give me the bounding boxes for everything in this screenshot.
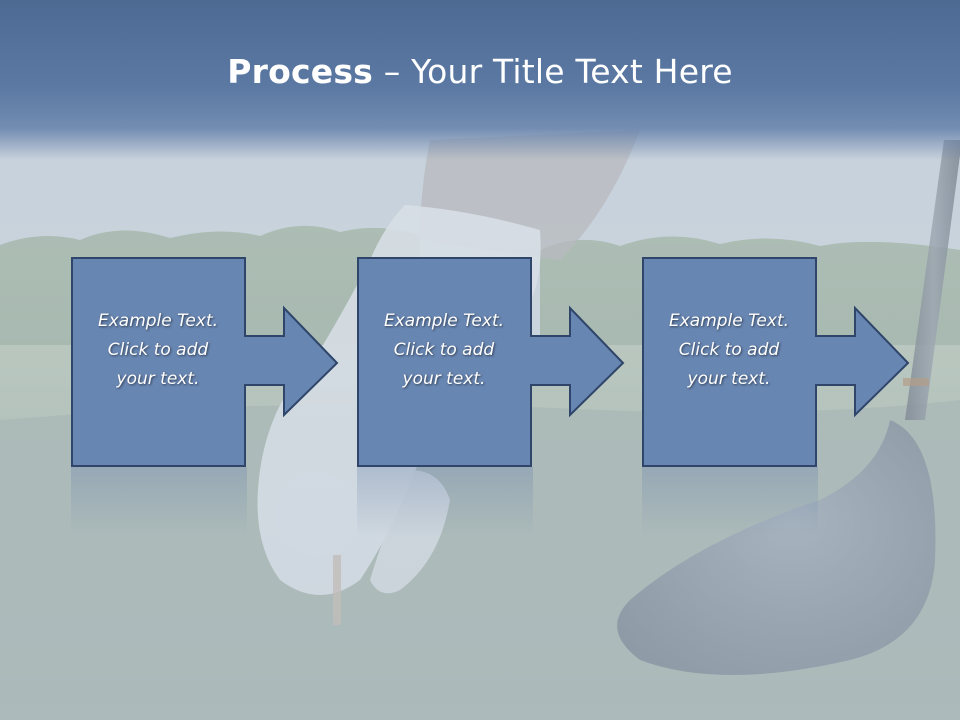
right-arrow-icon (642, 257, 910, 467)
step-text-line-1: Example Text. (383, 311, 505, 331)
step-text[interactable]: Example Text. Click to add your text. (73, 307, 243, 394)
slide-title-rest: – Your Title Text Here (373, 52, 733, 91)
step-text-line-2: Click to add (678, 340, 780, 360)
step-text-line-2: Click to add (393, 340, 495, 360)
step-reflection (71, 467, 247, 537)
right-arrow-icon (357, 257, 625, 467)
step-text-line-3: your text. (687, 369, 771, 389)
step-text[interactable]: Example Text. Click to add your text. (644, 307, 814, 394)
process-step-2[interactable]: Example Text. Click to add your text. (357, 257, 657, 537)
process-step-1[interactable]: Example Text. Click to add your text. (71, 257, 371, 537)
step-text-line-3: your text. (116, 369, 200, 389)
step-text[interactable]: Example Text. Click to add your text. (359, 307, 529, 394)
step-text-line-1: Example Text. (97, 311, 219, 331)
slide-title[interactable]: Process – Your Title Text Here (0, 52, 960, 91)
slide-title-bold: Process (227, 52, 374, 91)
process-step-3[interactable]: Example Text. Click to add your text. (642, 257, 942, 537)
step-text-line-1: Example Text. (668, 311, 790, 331)
right-arrow-icon (71, 257, 339, 467)
step-reflection (642, 467, 818, 537)
title-bar (0, 0, 960, 160)
step-text-line-2: Click to add (107, 340, 209, 360)
step-reflection (357, 467, 533, 537)
step-text-line-3: your text. (402, 369, 486, 389)
